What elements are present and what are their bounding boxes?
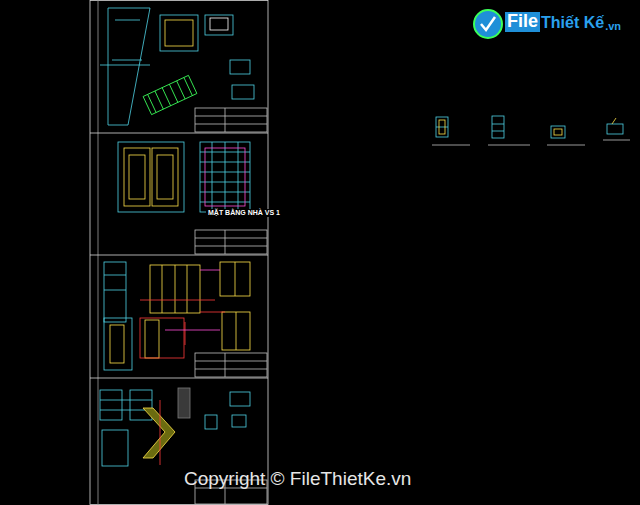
logo-text: Thiết Kế (541, 14, 604, 32)
logo-suffix: .vn (605, 20, 621, 32)
watermark: Copyright © FileThietKe.vn (184, 469, 411, 490)
view-title: MẶT BẰNG NHÀ VS 1 (206, 209, 282, 217)
logo-text: File (505, 12, 540, 32)
